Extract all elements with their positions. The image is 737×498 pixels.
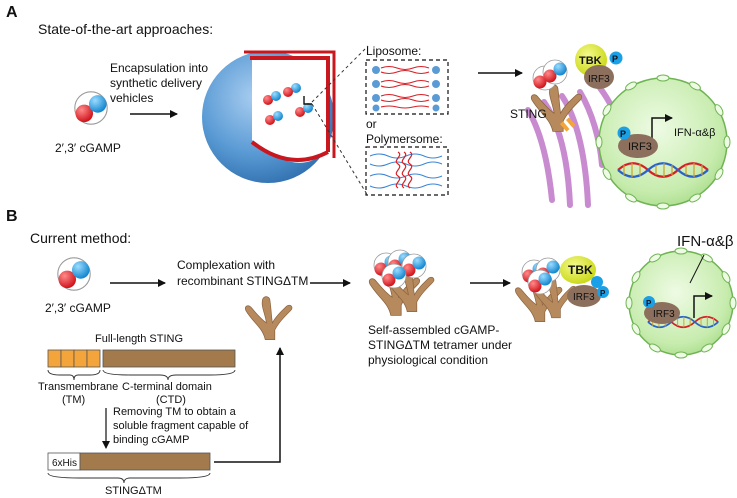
self-assembled-line-3: physiological condition <box>368 353 488 367</box>
delivery-vesicle <box>202 50 336 183</box>
removing-line-1: Removing TM to obtain a <box>113 406 237 418</box>
ifn-label-b: IFN-α&β <box>677 233 734 250</box>
panel-b-letter: B <box>6 208 18 225</box>
panel-a-letter: A <box>6 4 18 21</box>
zoom-line-top <box>311 45 369 103</box>
p-label-a: P <box>612 54 618 64</box>
nucleus-a <box>595 74 731 210</box>
irf3-nucleus-a <box>617 126 658 158</box>
encapsulation-line-2: synthetic delivery <box>110 76 202 90</box>
polymersome-box <box>365 146 449 196</box>
panel-b: B Current method: 2′,3′ cGAMP Complexati… <box>6 208 737 497</box>
polymersome-label: Polymersome: <box>366 132 443 146</box>
tbk-label-a: TBK <box>579 55 602 67</box>
p-label-b: P <box>600 289 606 298</box>
complex-line-2: recombinant STINGΔTM <box>177 274 308 288</box>
irf3-label-b2: IRF3 <box>653 309 675 320</box>
irf3-label-a: IRF3 <box>588 74 610 85</box>
arrow-dtm-to-molecule <box>214 347 284 463</box>
sting-dtm-bar <box>47 452 211 484</box>
ifn-label-a: IFN-α&β <box>674 127 715 139</box>
or-label: or <box>366 117 377 131</box>
p-label-a2: P <box>620 129 626 139</box>
complex-line-1: Complexation with <box>177 258 275 272</box>
tm-line-1: Transmembrane <box>38 381 118 393</box>
panel-b-heading: Current method: <box>30 230 131 246</box>
tm-line-2: (TM) <box>62 394 85 406</box>
self-assembled-line-2: STINGΔTM tetramer under <box>368 338 512 352</box>
polymersome-chains <box>369 151 443 189</box>
irf3-label-a2: IRF3 <box>628 141 652 153</box>
liposome-label: Liposome: <box>366 44 421 58</box>
sting-dtm-molecule <box>244 296 293 340</box>
cgamp-molecule-a <box>74 91 108 125</box>
cgamp-molecule-b <box>57 257 91 291</box>
removing-line-2: soluble fragment capable of <box>113 420 249 432</box>
encapsulation-line-3: vehicles <box>110 91 153 105</box>
full-length-sting-bar <box>47 349 236 381</box>
cgamp-sting-tetramer <box>368 249 435 316</box>
sting-label-a: STING <box>510 107 547 121</box>
tbk-label-b: TBK <box>568 263 593 277</box>
self-assembled-line-1: Self-assembled cGAMP- <box>368 323 499 337</box>
removing-line-3: binding cGAMP <box>113 434 189 446</box>
p-label-b2: P <box>646 299 652 308</box>
sting-complex-a <box>530 44 623 132</box>
liposome-box <box>365 59 449 115</box>
nucleus-b <box>625 247 737 359</box>
panel-a: A State-of-the-art approaches: 2′,3′ cGA… <box>6 4 731 210</box>
ctd-line-1: C-terminal domain <box>122 381 212 393</box>
his-tag-label: 6xHis <box>52 458 77 469</box>
cgamp-label-a: 2′,3′ cGAMP <box>55 141 121 155</box>
full-length-sting-label: Full-length STING <box>95 333 183 345</box>
sting-complex-b <box>514 256 609 322</box>
panel-a-heading: State-of-the-art approaches: <box>38 21 213 37</box>
ctd-line-2: (CTD) <box>156 394 186 406</box>
irf3-label-b: IRF3 <box>573 292 595 303</box>
cgamp-label-b: 2′,3′ cGAMP <box>45 301 111 315</box>
encapsulation-line-1: Encapsulation into <box>110 61 208 75</box>
liposome-bilayer <box>372 65 440 112</box>
sting-dtm-label: STINGΔTM <box>105 485 162 497</box>
